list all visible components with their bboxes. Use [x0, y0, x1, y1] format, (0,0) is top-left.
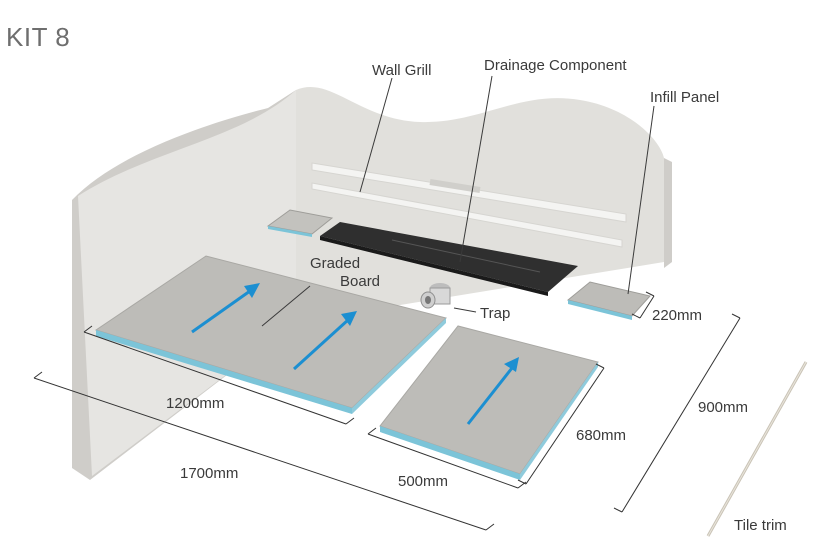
leader-trap [453, 307, 477, 313]
dim-line-900 [621, 317, 741, 513]
dim-line-500 [367, 433, 519, 489]
leader-lines [261, 75, 655, 327]
graded-board-small [379, 325, 599, 480]
back-wall-edge [664, 158, 672, 268]
fall-arrow-1 [191, 283, 260, 334]
label-infill-panel: Infill Panel [650, 89, 719, 106]
fall-arrows [191, 283, 519, 425]
wall-grill-lower [311, 182, 623, 248]
fall-arrow-2 [292, 311, 357, 371]
label-graded-board-line2: Board [340, 273, 380, 290]
dim-line-220 [639, 295, 655, 319]
dim-line-680 [525, 367, 605, 485]
infill-piece-small [266, 209, 334, 235]
dim-line-1700 [33, 377, 487, 531]
dim-label-1700: 1700mm [180, 465, 238, 482]
kit-title: KIT 8 [6, 22, 71, 52]
leader-infill-panel [627, 105, 655, 295]
wall-grill [311, 162, 627, 223]
leader-wall-grill [359, 77, 393, 193]
label-trap: Trap [480, 305, 510, 322]
dim-label-680: 680mm [576, 427, 626, 444]
dim-label-900: 900mm [698, 399, 748, 416]
dim-line-1200 [83, 331, 347, 425]
infill-panel [566, 281, 651, 317]
fall-arrow-3 [466, 357, 519, 425]
tile-trim [706, 361, 808, 537]
trap-component [420, 283, 451, 309]
back-wall [296, 86, 664, 322]
label-tile-trim: Tile trim [734, 517, 787, 534]
dimension-lines [33, 291, 741, 531]
label-graded-board-line1: Graded [310, 255, 360, 272]
leader-graded-board [261, 285, 311, 327]
label-drainage-component: Drainage Component [484, 57, 627, 74]
dim-label-1200: 1200mm [166, 395, 224, 412]
label-wall-grill: Wall Grill [372, 62, 431, 79]
leader-drainage [459, 75, 493, 263]
drainage-component [320, 222, 578, 292]
graded-board-large [94, 255, 447, 414]
dim-label-500: 500mm [398, 473, 448, 490]
dim-label-220: 220mm [652, 307, 702, 324]
